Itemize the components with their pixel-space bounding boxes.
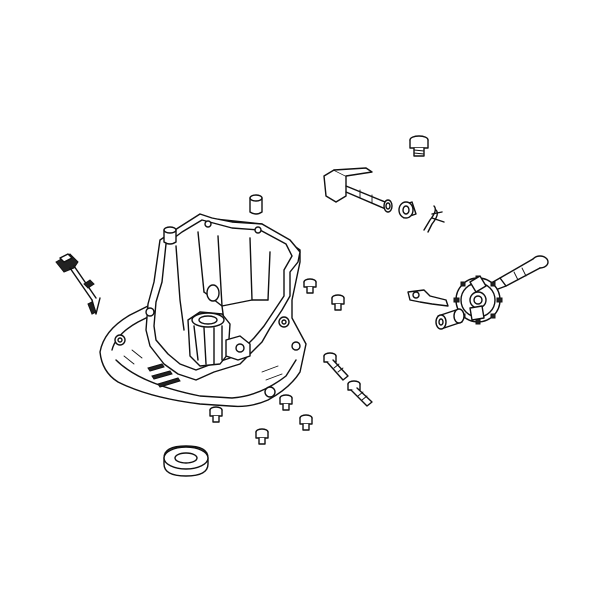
bolt: [255, 428, 269, 445]
dowel-pin: [163, 226, 177, 245]
bolt: [323, 352, 349, 381]
bolt: [209, 406, 223, 423]
governor-lever-shaft: [323, 167, 391, 211]
bolt: [347, 380, 373, 407]
oil-dipstick: [55, 253, 101, 315]
bolt: [299, 414, 313, 431]
cotter-pin: [423, 205, 445, 233]
dowel-pin: [249, 194, 263, 215]
bolt: [303, 278, 317, 294]
bolt: [279, 394, 293, 411]
washer: [383, 199, 393, 213]
governor-gear-assembly: [407, 275, 503, 330]
governor-shaft: [485, 255, 549, 293]
bolt: [409, 135, 429, 157]
oil-seal: [163, 445, 209, 477]
bolt: [331, 294, 345, 311]
crankcase-sump-cover: [99, 213, 307, 408]
washer: [398, 201, 417, 219]
